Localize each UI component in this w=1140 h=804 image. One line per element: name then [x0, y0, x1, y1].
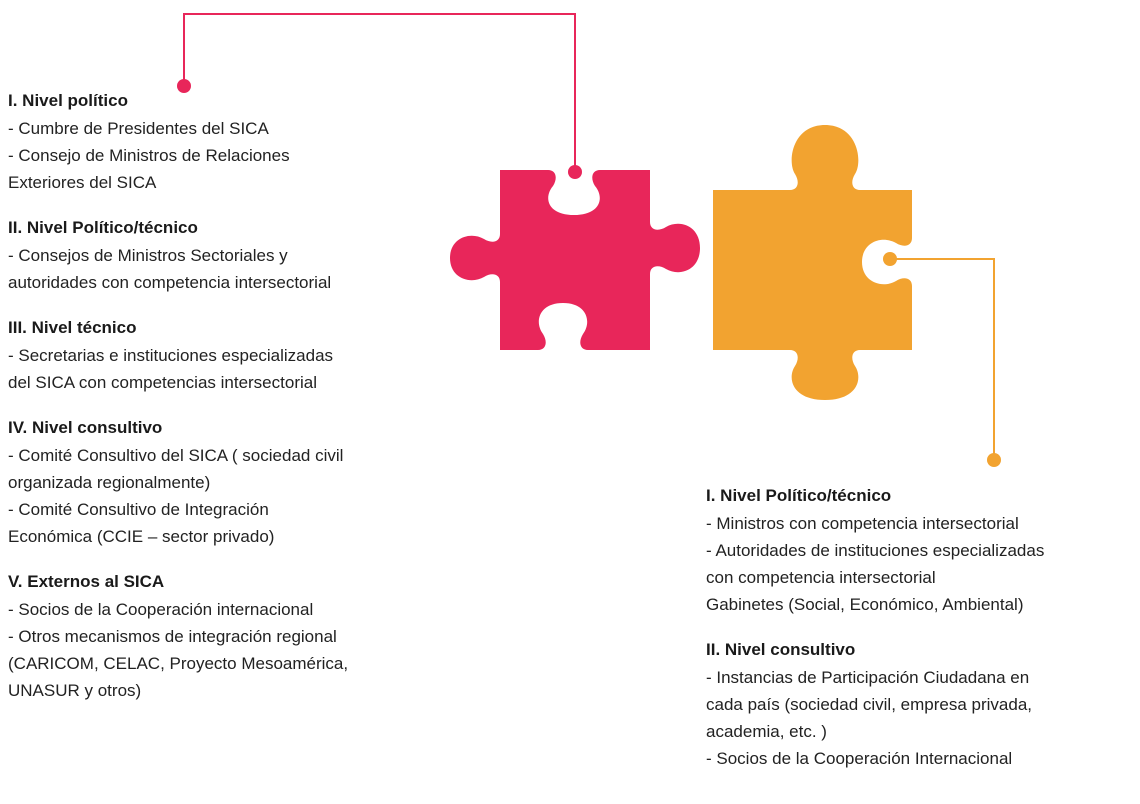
- level-item: UNASUR y otros): [8, 681, 142, 700]
- level-heading: II. Nivel consultivo: [706, 640, 856, 659]
- level-item: (CARICOM, CELAC, Proyecto Mesoamérica,: [8, 654, 349, 673]
- level-item: Económica (CCIE – sector privado): [8, 527, 275, 546]
- right-connector-line: [890, 258, 995, 460]
- level-item: - Secretarias e instituciones especializ…: [8, 346, 334, 365]
- level-heading: III. Nivel técnico: [8, 318, 137, 337]
- level-item: Gabinetes (Social, Económico, Ambiental): [706, 595, 1024, 614]
- level-item: con competencia intersectorial: [706, 568, 936, 587]
- level-heading: V. Externos al SICA: [8, 572, 165, 591]
- level-section: II. Nivel consultivo - Instancias de Part…: [706, 639, 1136, 772]
- left-levels-column: I. Nivel político - Cumbre de Presidentes…: [8, 90, 438, 725]
- left-connector-line: [183, 13, 576, 172]
- level-section: III. Nivel técnico - Secretarias e instit…: [8, 317, 438, 396]
- red-puzzle-piece: [450, 170, 700, 350]
- level-heading: II. Nivel Político/técnico: [8, 218, 198, 237]
- level-item: - Consejos de Ministros Sectoriales y: [8, 246, 288, 265]
- level-item: Exteriores del SICA: [8, 173, 157, 192]
- level-section: I. Nivel político - Cumbre de Presidentes…: [8, 90, 438, 196]
- left-connector-dot-top: [177, 79, 191, 93]
- level-item: organizada regionalmente): [8, 473, 211, 492]
- level-item: autoridades con competencia intersectori…: [8, 273, 332, 292]
- level-heading: I. Nivel político: [8, 91, 128, 110]
- left-connector-dot-piece: [568, 165, 582, 179]
- level-item: - Comité Consultivo del SICA ( sociedad …: [8, 446, 344, 465]
- level-item: - Socios de la Cooperación Internacional: [706, 749, 1013, 768]
- level-heading: IV. Nivel consultivo: [8, 418, 163, 437]
- level-item: - Socios de la Cooperación internacional: [8, 600, 314, 619]
- level-item: - Instancias de Participación Ciudadana …: [706, 668, 1030, 687]
- level-section: IV. Nivel consultivo - Comité Consultivo …: [8, 417, 438, 550]
- orange-puzzle-piece: [713, 125, 912, 400]
- level-item: - Cumbre de Presidentes del SICA: [8, 119, 269, 138]
- level-item: - Comité Consultivo de Integración: [8, 500, 269, 519]
- level-item: - Autoridades de instituciones especiali…: [706, 541, 1045, 560]
- right-levels-column: I. Nivel Político/técnico - Ministros con…: [706, 485, 1136, 793]
- level-item: cada país (sociedad civil, empresa priva…: [706, 695, 1032, 714]
- level-item: - Otros mecanismos de integración region…: [8, 627, 337, 646]
- level-item: - Consejo de Ministros de Relaciones: [8, 146, 290, 165]
- level-item: - Ministros con competencia intersectori…: [706, 514, 1019, 533]
- right-connector-dot-bottom: [987, 453, 1001, 467]
- level-section: I. Nivel Político/técnico - Ministros con…: [706, 485, 1136, 618]
- level-section: II. Nivel Político/técnico - Consejos de …: [8, 217, 438, 296]
- level-item: del SICA con competencias intersectorial: [8, 373, 317, 392]
- level-item: academia, etc. ): [706, 722, 827, 741]
- right-connector-dot-piece: [883, 252, 897, 266]
- level-heading: I. Nivel Político/técnico: [706, 486, 892, 505]
- level-section: V. Externos al SICA - Socios de la Cooper…: [8, 571, 438, 704]
